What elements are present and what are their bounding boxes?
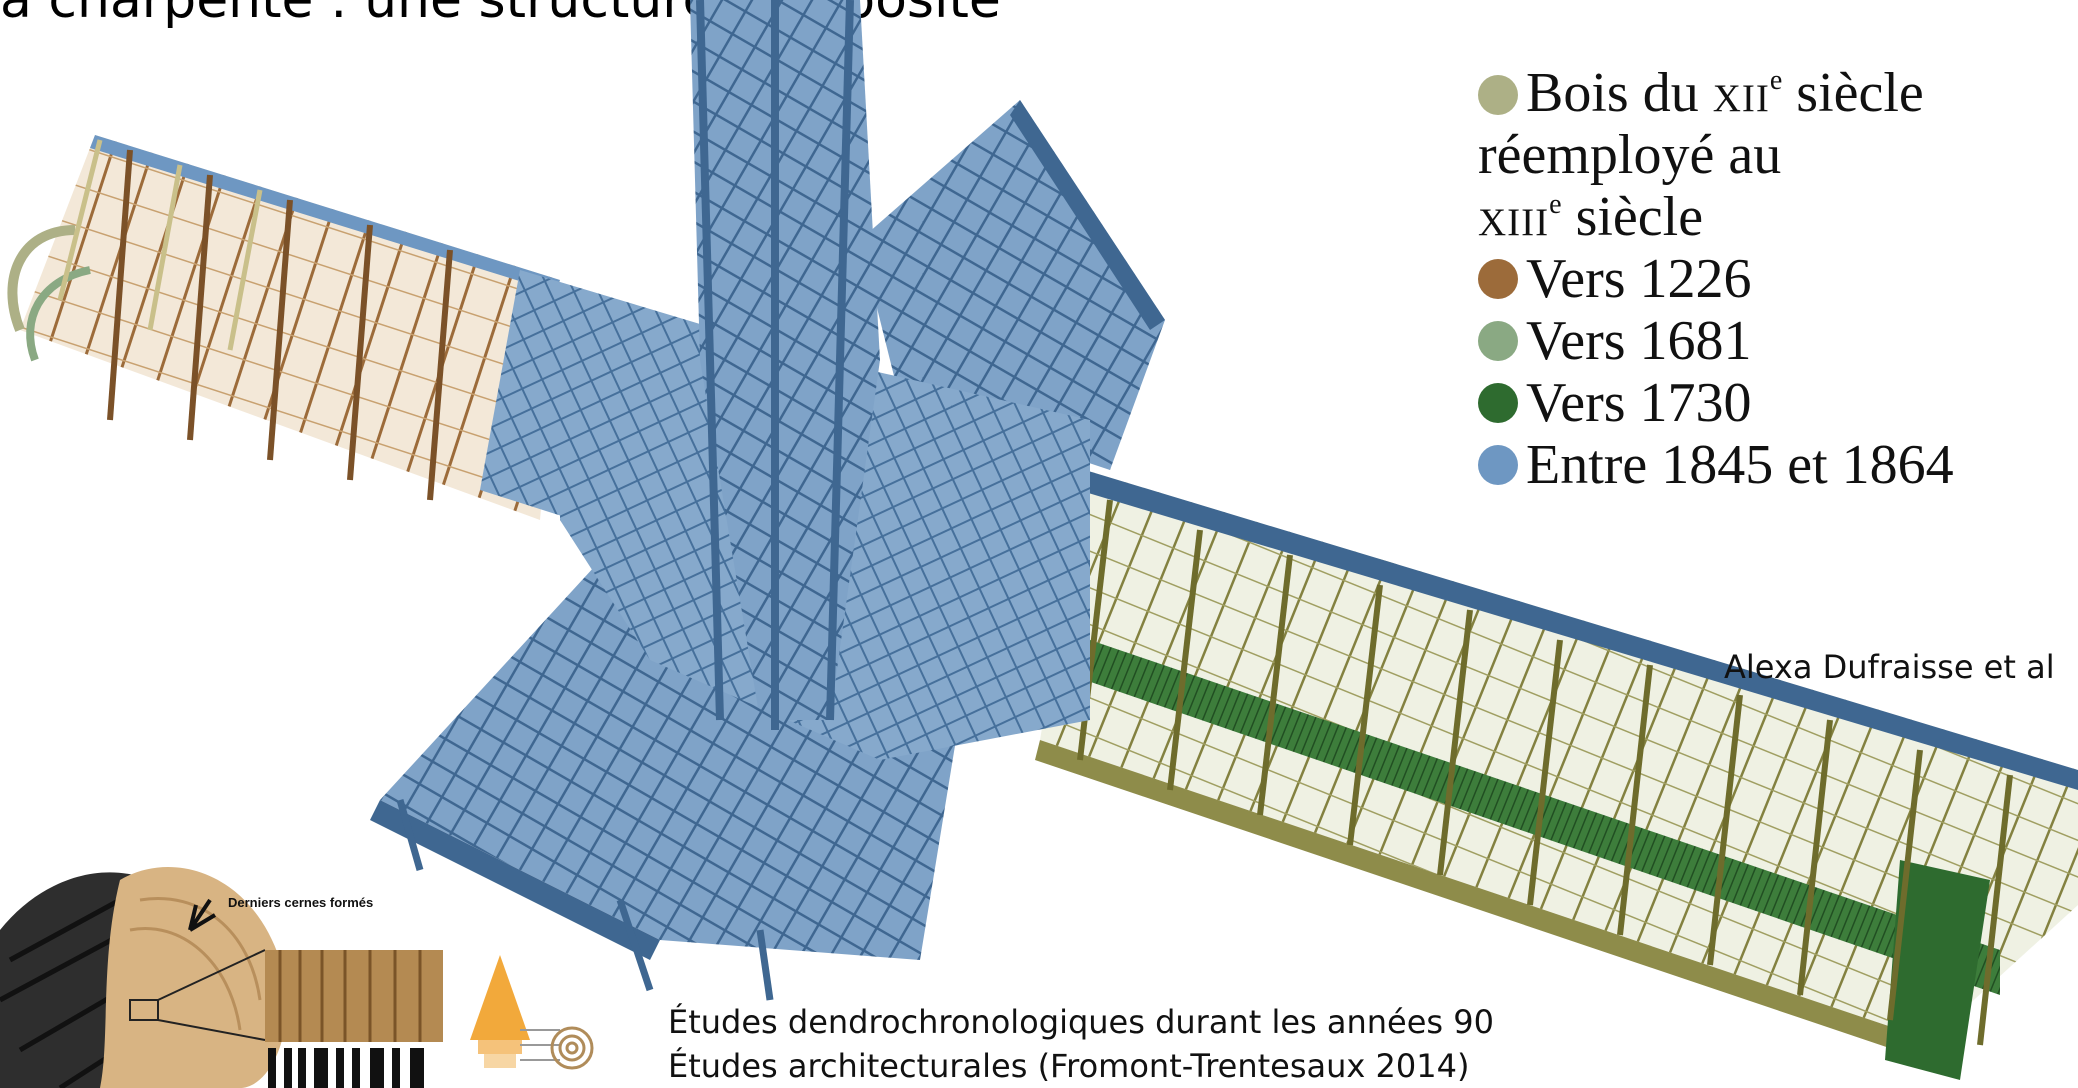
- caption: Études dendrochronologiques durant les a…: [668, 1000, 1494, 1088]
- legend-text: siècle: [1561, 186, 1704, 248]
- caption-line-2: Études architecturales (Fromont-Trentesa…: [668, 1047, 1470, 1085]
- tree-section-illustration: [0, 866, 443, 1088]
- legend-text: Vers 1730: [1526, 372, 1752, 434]
- legend-item-12th-century-line1: Bois du xiie siècle: [1478, 62, 1998, 124]
- legend-text: réemployé au: [1478, 124, 1782, 186]
- legend-item-1226: Vers 1226: [1478, 248, 1998, 310]
- legend-text: Vers 1226: [1526, 248, 1752, 310]
- legend-text: xii: [1712, 62, 1770, 124]
- legend-text: Entre 1845 et 1864: [1526, 434, 1954, 496]
- legend-item-12th-century-line3: xiiie siècle: [1478, 186, 1998, 248]
- legend-item-1845-1864: Entre 1845 et 1864: [1478, 434, 1998, 496]
- legend-swatch-1730: [1478, 383, 1518, 423]
- legend-swatch-1681: [1478, 321, 1518, 361]
- cone-rings-illustration: [470, 955, 594, 1070]
- spire: [690, 0, 880, 730]
- author-credit: Alexa Dufraisse et al: [1724, 648, 2055, 686]
- legend: Bois du xiie siècle réemployé au xiiie s…: [1478, 62, 1998, 496]
- legend-item-1730: Vers 1730: [1478, 372, 1998, 434]
- north-transept: [860, 100, 1165, 470]
- caption-line-1: Études dendrochronologiques durant les a…: [668, 1003, 1494, 1041]
- legend-text: e: [1769, 65, 1783, 96]
- legend-swatch-1226: [1478, 259, 1518, 299]
- legend-text: e: [1549, 189, 1562, 220]
- legend-item-12th-century: Bois du xiie siècle réemployé au xiiie s…: [1478, 62, 1998, 248]
- legend-text: xiii: [1478, 186, 1550, 248]
- legend-text: siècle: [1782, 62, 1924, 124]
- legend-text: Bois du: [1526, 62, 1713, 124]
- legend-text: Vers 1681: [1526, 310, 1752, 372]
- tree-rings-label: Derniers cernes formés: [228, 895, 374, 910]
- legend-swatch-1845-1864: [1478, 445, 1518, 485]
- east-arm-frames: [1035, 470, 2078, 1080]
- legend-item-1681: Vers 1681: [1478, 310, 1998, 372]
- legend-swatch-12th-century: [1478, 75, 1518, 115]
